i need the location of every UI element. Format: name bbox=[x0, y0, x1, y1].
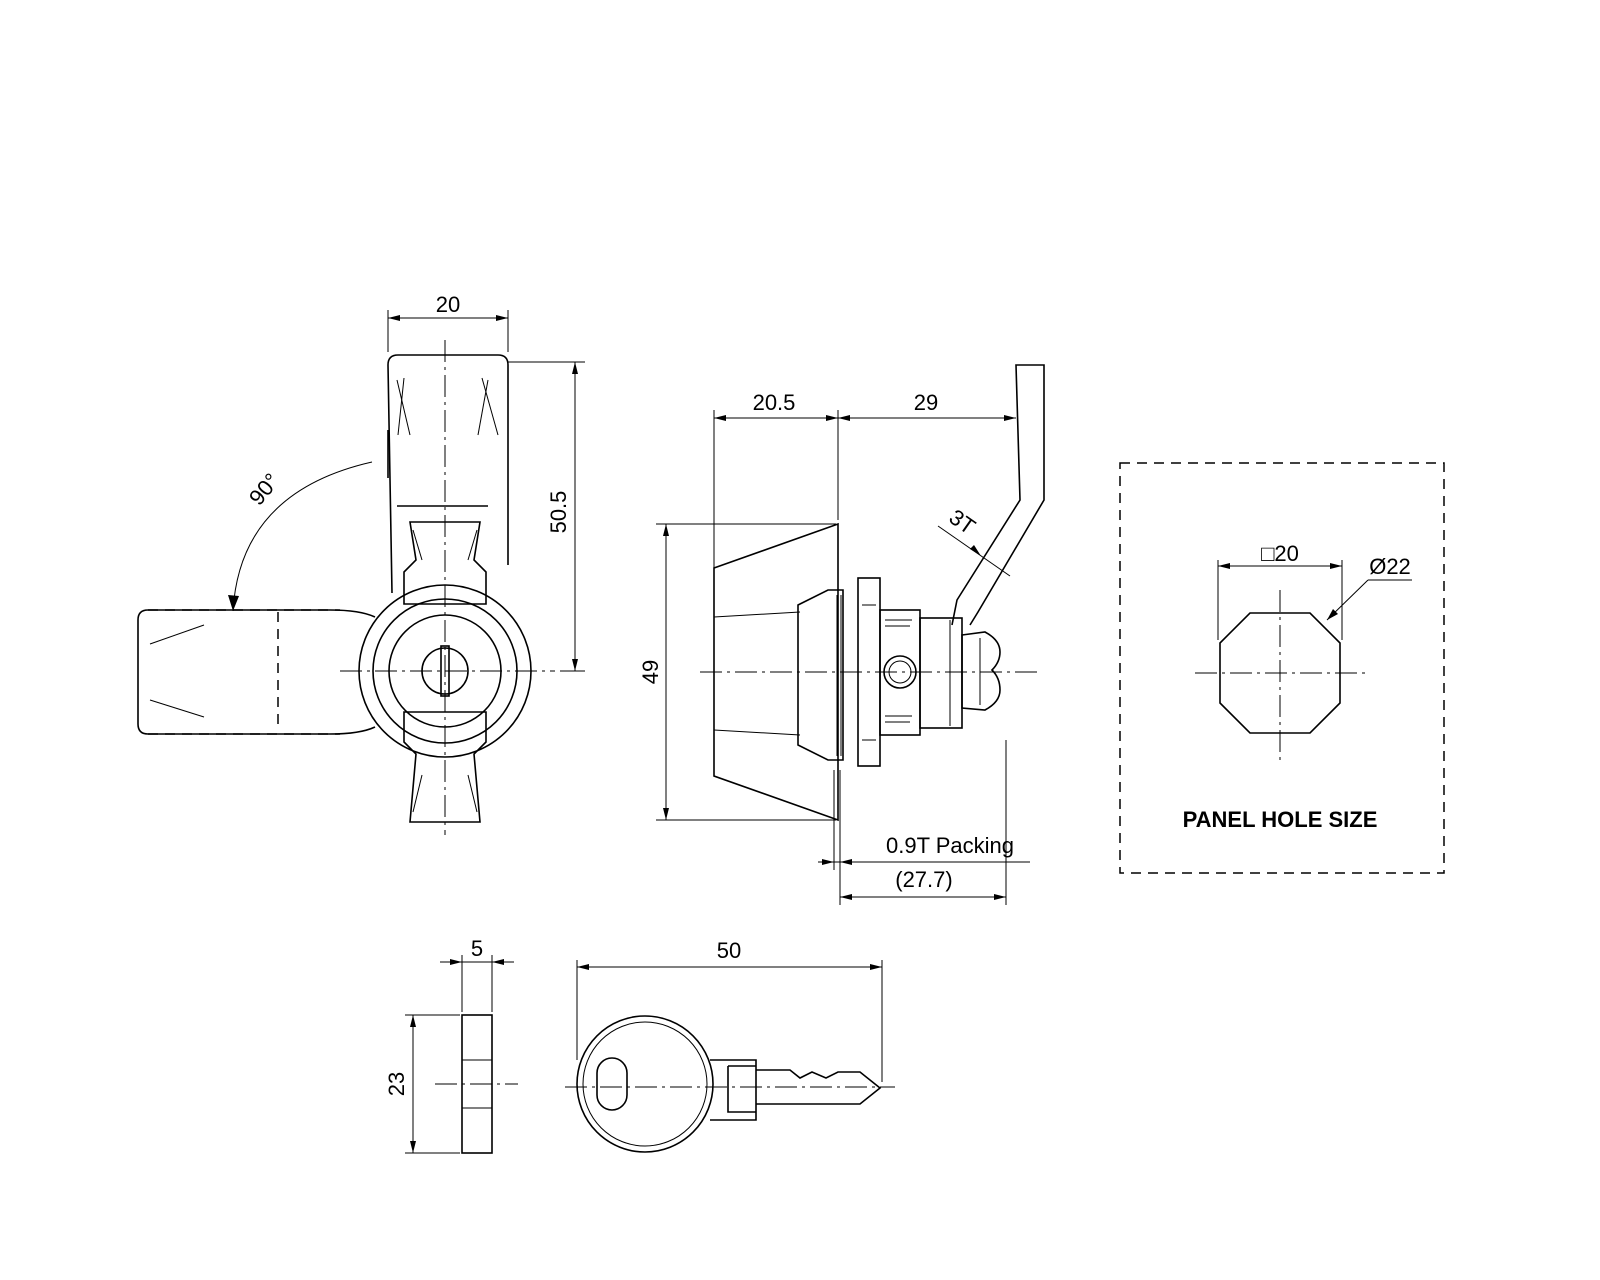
dim-key-length: 50 bbox=[717, 938, 741, 963]
panel-hole-view: □20 Ø22 PANEL HOLE SIZE bbox=[1119, 462, 1445, 874]
cam-lever bbox=[951, 364, 1045, 626]
dim-key-thickness: 5 bbox=[471, 936, 483, 961]
panel-hole-outline bbox=[1219, 612, 1341, 734]
dim-side-shaft: 29 bbox=[914, 390, 938, 415]
dim-front-height: 50.5 bbox=[546, 491, 571, 534]
t-handle-lower bbox=[403, 711, 487, 823]
packing-note: 0.9T Packing bbox=[886, 833, 1014, 858]
panel-hole-label: PANEL HOLE SIZE bbox=[1183, 807, 1378, 832]
key-blade bbox=[756, 1069, 882, 1105]
screw bbox=[961, 631, 1001, 711]
panel-diameter: Ø22 bbox=[1369, 554, 1411, 579]
dim-front-width: 20 bbox=[436, 292, 460, 317]
dim-reference-length: (27.7) bbox=[895, 867, 952, 892]
front-view: 90° 20 50.5 bbox=[137, 292, 585, 835]
key-bow-inner bbox=[582, 1021, 708, 1147]
side-view: 20.5 29 49 3T 0.9T Packing (27.7) bbox=[638, 364, 1045, 905]
dim-key-height: 23 bbox=[384, 1072, 409, 1096]
key-bow-outer bbox=[576, 1015, 714, 1153]
key-side-view: 5 23 bbox=[384, 936, 518, 1154]
rotation-arc bbox=[232, 461, 373, 612]
panel-square-size: □20 bbox=[1261, 541, 1299, 566]
handle-body-upper bbox=[387, 354, 509, 594]
dim-side-height: 49 bbox=[638, 660, 663, 684]
key-hole bbox=[596, 1057, 628, 1111]
rotation-label: 90° bbox=[244, 468, 285, 510]
t-handle-upper bbox=[403, 521, 487, 605]
key-front-view: 50 bbox=[565, 938, 895, 1153]
panel-hole-frame bbox=[1119, 462, 1445, 874]
dim-side-body: 20.5 bbox=[753, 390, 796, 415]
